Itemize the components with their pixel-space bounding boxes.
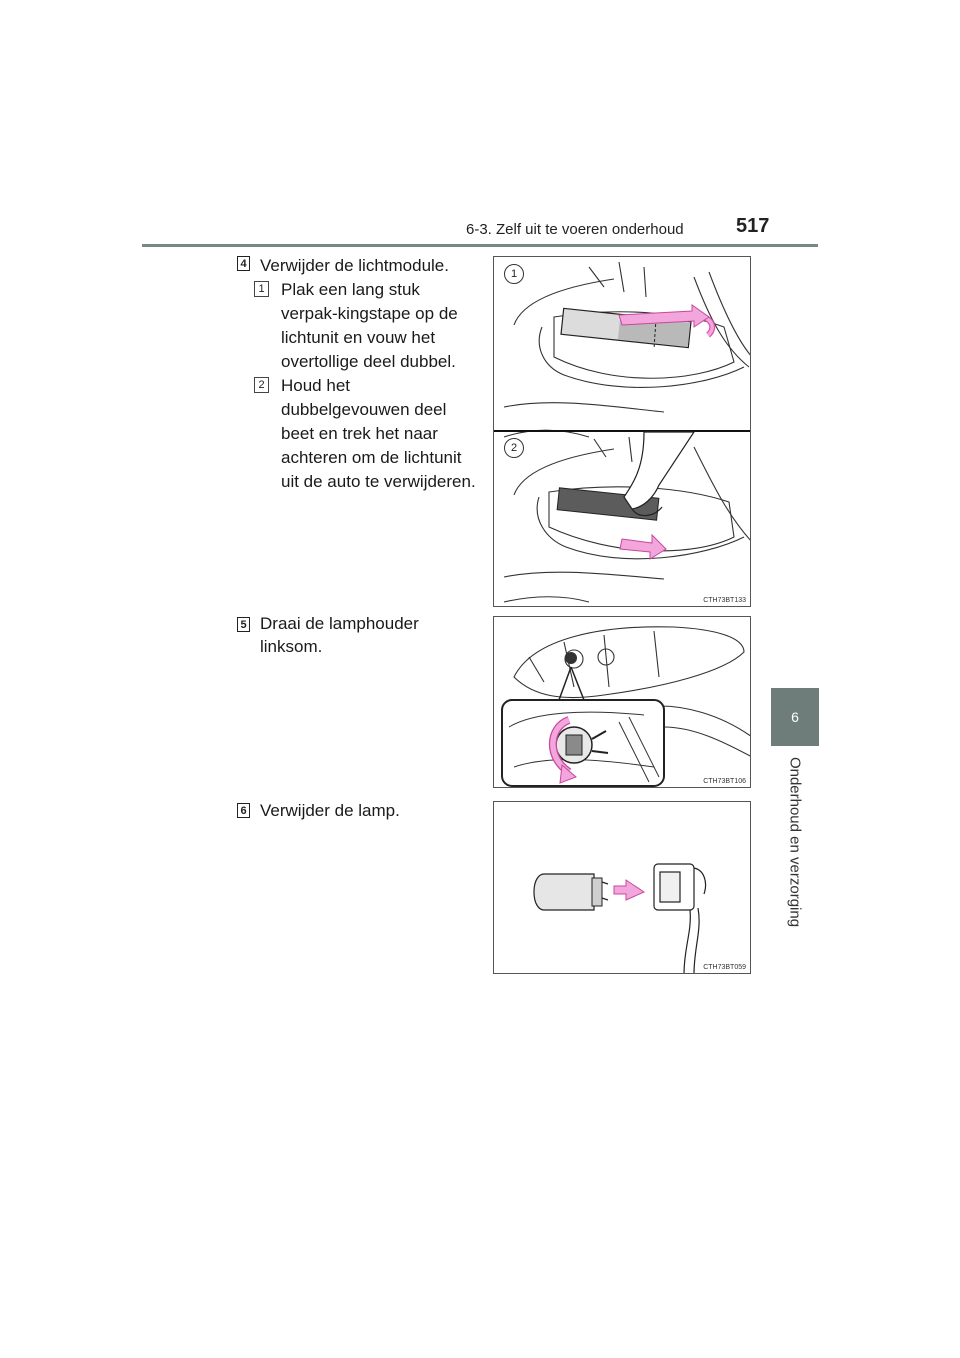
figure-light-module-removal: 1 2 CTH73BT133 bbox=[493, 256, 751, 607]
bulb-removal-illustration bbox=[533, 863, 707, 973]
substep-1-text: Plak een lang stuk verpak-kingstape op d… bbox=[281, 280, 458, 371]
figure-remove-bulb: CTH73BT059 bbox=[493, 801, 751, 974]
figure-panel-label-2: 2 bbox=[504, 438, 524, 458]
figure-code: CTH73BT133 bbox=[703, 597, 746, 604]
step-6-badge: 6 bbox=[237, 803, 250, 818]
header-rule bbox=[142, 244, 818, 247]
step-4-badge: 4 bbox=[237, 256, 250, 271]
light-module-illustration bbox=[494, 261, 750, 603]
section-title: 6-3. Zelf uit te voeren onderhoud bbox=[466, 221, 684, 238]
figure-turn-bulb-socket: CTH73BT106 bbox=[493, 616, 751, 788]
chapter-tab[interactable]: 6 bbox=[771, 688, 819, 746]
page-number: 517 bbox=[736, 215, 770, 237]
step-6-text: Verwijder de lamp. bbox=[260, 801, 400, 820]
substep-2-text: Houd het dubbelgevouwen deel beet en tre… bbox=[281, 376, 476, 491]
substep-1-badge: 1 bbox=[254, 281, 269, 297]
step-5-text: Draai de lamphouder linksom. bbox=[260, 614, 419, 656]
step-4-text: Verwijder de lichtmodule. bbox=[260, 256, 449, 275]
bulb-socket-illustration bbox=[501, 626, 750, 787]
figure-panel-label-1: 1 bbox=[504, 264, 524, 284]
chapter-label: Onderhoud en verzorging bbox=[786, 756, 804, 928]
step-5-badge: 5 bbox=[237, 617, 250, 632]
figure-code: CTH73BT106 bbox=[703, 778, 746, 785]
figure-code: CTH73BT059 bbox=[703, 964, 746, 971]
chapter-number: 6 bbox=[791, 709, 799, 725]
substep-2-badge: 2 bbox=[254, 377, 269, 393]
